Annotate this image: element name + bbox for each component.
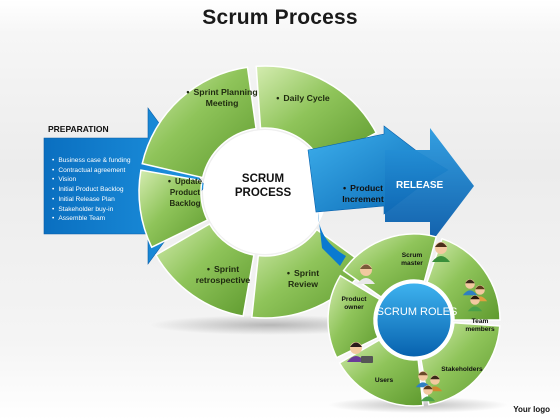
page-title: Scrum Process <box>202 6 358 29</box>
segment-daily-cycle <box>255 65 378 163</box>
preparation-list: Business case & funding Contractual agre… <box>52 156 131 224</box>
users-icon <box>347 342 365 362</box>
preparation-item: Business case & funding <box>52 156 130 166</box>
segment-sprint-retrospective <box>154 222 255 317</box>
role-label-users: Users <box>374 377 394 384</box>
segment-label-daily-cycle: •Daily Cycle <box>276 93 330 103</box>
role-label-team-members: Team members <box>465 318 495 333</box>
role-label-scrum-master: Scrum master <box>401 252 423 267</box>
segment-update-backlog <box>138 169 209 249</box>
role-segment-product-owner <box>327 274 381 359</box>
product-owner-icon <box>357 264 375 284</box>
segment-label-sprint-review: •Sprint Review <box>286 268 320 289</box>
role-segment-stakeholders <box>420 321 501 406</box>
team-members-icon <box>467 295 483 312</box>
roles-title: SCRUM ROLES <box>376 306 458 318</box>
release-arrow <box>385 128 474 244</box>
cycle-center-label: SCRUM PROCESS <box>234 173 292 199</box>
increment-tail <box>318 212 346 266</box>
preparation-item: Initial Release Plan <box>52 195 131 205</box>
role-label-stakeholders: Stakeholders <box>441 366 483 373</box>
preparation-item: Assemble Team <box>52 214 131 224</box>
segment-label-sprint-planning: •Sprint Planning Meeting <box>186 87 258 108</box>
people-icons <box>347 242 488 402</box>
role-label-product-owner: Product owner <box>341 296 367 311</box>
laptop-icon <box>361 356 373 363</box>
release-label: RELEASE <box>396 180 444 191</box>
segment-label-update-backlog: •Update Product Backlog <box>167 176 203 208</box>
role-segment-users <box>338 338 424 407</box>
preparation-item: Stakeholder buy-in <box>52 205 131 215</box>
logo: Your logo <box>513 405 550 414</box>
preparation-item: Contractual agreement <box>52 166 131 176</box>
preparation-item: Vision <box>52 175 131 185</box>
roles-hub <box>374 280 454 360</box>
segment-label-product-increment: •Product Increment <box>342 183 384 204</box>
team-members-icon <box>462 279 478 296</box>
cycle-ring <box>138 65 378 319</box>
segment-sprint-planning <box>141 66 257 179</box>
preparation-title: PREPARATION <box>48 124 109 134</box>
cycle-inner-disc <box>203 130 327 254</box>
scrum-master-icon <box>432 242 450 262</box>
preparation-item: Initial Product Backlog <box>52 185 131 195</box>
segment-label-sprint-retrospective: •Sprint retrospective <box>195 264 251 285</box>
stakeholders-icon <box>420 385 436 402</box>
